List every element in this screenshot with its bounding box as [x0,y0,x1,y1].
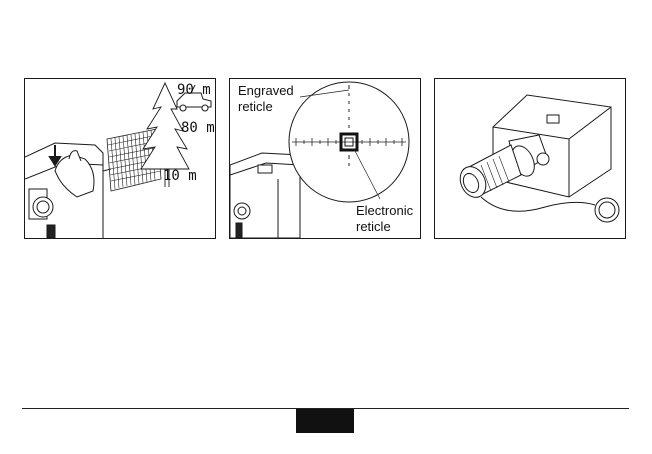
illustration-reticles: Engraved reticle Electronic reticle [229,78,421,239]
engraved-reticle-label: Engraved reticle [238,83,308,115]
illustration-device-lens-cap [434,78,626,239]
device-lens-drawing [435,79,625,238]
page-number-tab [296,409,354,433]
distance-readout-middle: 80 m [181,121,215,135]
distance-readout-near: 10 m [163,169,197,183]
distance-readout-far: 90 m [177,83,211,97]
distance-scene-drawing [25,79,215,238]
electronic-reticle-label: Electronic reticle [356,203,421,235]
illustration-distance-targets: 90 m 80 m 10 m [24,78,216,239]
